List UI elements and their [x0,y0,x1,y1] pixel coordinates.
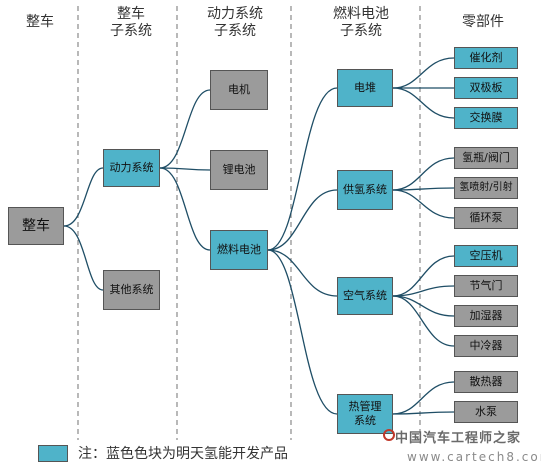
node-power-system: 动力系统 [103,149,160,187]
node-other-system: 其他系统 [103,270,160,310]
header-line: 动力系统 [207,6,263,22]
node-radiator: 散热器 [454,371,518,393]
connector [159,89,211,169]
node-motor: 电机 [210,70,268,110]
node-humidifier: 加湿器 [454,305,518,327]
connector [267,249,338,415]
node-stack: 电堆 [337,69,393,107]
connector [267,87,338,251]
node-catalyst: 催化剂 [454,47,518,69]
legend-swatch [38,445,68,462]
connector [392,157,455,191]
watermark-title: 中国汽车工程师之家 [395,431,522,446]
connector [392,381,455,415]
connector [392,285,455,297]
header-fuelcell-subsystem: 燃料电池 子系统 [322,6,400,40]
header-power-subsystem: 动力系统 子系统 [196,6,274,40]
header-vehicle: 整车 [14,14,66,31]
node-water-pump: 水泵 [454,401,518,423]
header-line: 整车 [26,14,54,30]
node-thermal-management: 热管理 系统 [337,394,393,434]
node-line: 热管理 [348,400,382,413]
header-components: 零部件 [447,14,519,31]
connector [159,167,211,251]
node-exchange-membrane: 交换膜 [454,107,518,129]
node-hydrogen-supply: 供氢系统 [337,170,393,210]
node-hydrogen-bottle-valve: 氢瓶/阀门 [454,147,518,169]
connector [392,57,455,89]
node-circulation-pump: 循环泵 [454,207,518,229]
node-lithium-battery: 锂电池 [210,150,268,190]
node-fuel-cell: 燃料电池 [210,230,268,270]
header-line: 子系统 [340,23,382,39]
node-air-system: 空气系统 [337,277,393,315]
connector [159,167,211,171]
connector [392,295,455,317]
node-throttle: 节气门 [454,275,518,297]
watermark-logo-icon [383,429,395,441]
connector [392,295,455,347]
node-air-compressor: 空压机 [454,245,518,267]
connector [267,249,338,297]
header-vehicle-subsystem: 整车 子系统 [100,6,162,40]
connector [392,87,455,119]
node-vehicle: 整车 [8,207,64,245]
legend-text: 注：蓝色色块为明天氢能开发产品 [78,446,288,462]
node-hydrogen-injector: 氢喷射/引射 [454,177,518,199]
node-bipolar-plate: 双极板 [454,77,518,99]
connector [392,411,455,415]
connector [63,167,104,227]
node-line: 系统 [354,414,376,427]
connector [63,225,104,291]
header-line: 整车 [117,6,145,22]
watermark-url: www.cartech8.com [407,450,541,464]
header-line: 零部件 [462,14,504,30]
node-intercooler: 中冷器 [454,335,518,357]
connector [392,255,455,297]
header-line: 子系统 [110,23,152,39]
header-line: 燃料电池 [333,6,389,22]
header-line: 子系统 [214,23,256,39]
connector [267,189,338,251]
connector [392,189,455,219]
